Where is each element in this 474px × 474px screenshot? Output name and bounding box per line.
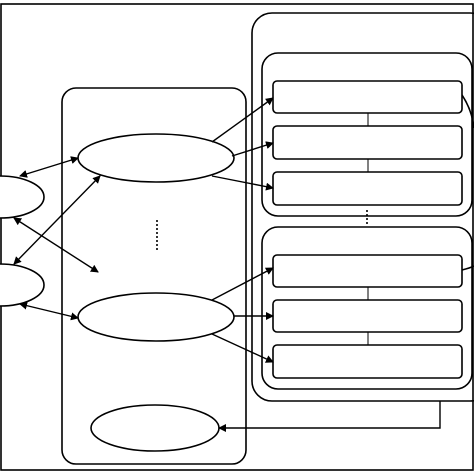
middle-ellipse-bottom xyxy=(77,292,235,342)
outer-frame xyxy=(0,3,474,471)
arrow-left-bottom-to-middle-bottom xyxy=(19,301,79,321)
feedback-arrow xyxy=(218,401,441,432)
right-container xyxy=(251,12,474,402)
top-group-box-3 xyxy=(272,171,463,206)
arrow-mid-bottom-to-box-3 xyxy=(211,333,274,363)
bottom-group-box-1 xyxy=(272,254,463,288)
top-group-box-2 xyxy=(272,125,463,160)
arrow-mid-top-to-box-3 xyxy=(211,175,274,191)
bottom-group-box-2 xyxy=(272,299,463,333)
arrow-left-top-to-middle-top xyxy=(19,156,79,178)
arrow-left-top-to-middle-bottom xyxy=(13,217,99,273)
arrow-left-bottom-to-middle-top xyxy=(13,175,101,265)
right-edge-curve-bottom xyxy=(461,265,474,271)
left-ellipse-top xyxy=(0,175,45,219)
left-ellipse-bottom xyxy=(0,263,45,307)
middle-container xyxy=(61,87,247,465)
arrow-mid-bottom-to-box-1 xyxy=(211,267,274,301)
arrow-mid-top-to-box-2 xyxy=(231,141,274,157)
middle-ellipse-top xyxy=(77,133,235,183)
right-group-bottom xyxy=(261,226,473,390)
arrow-mid-top-to-box-1 xyxy=(211,97,274,143)
bottom-group-box-3 xyxy=(272,344,463,379)
middle-ellipse-feedback xyxy=(90,404,220,452)
top-group-box-1 xyxy=(272,80,463,114)
